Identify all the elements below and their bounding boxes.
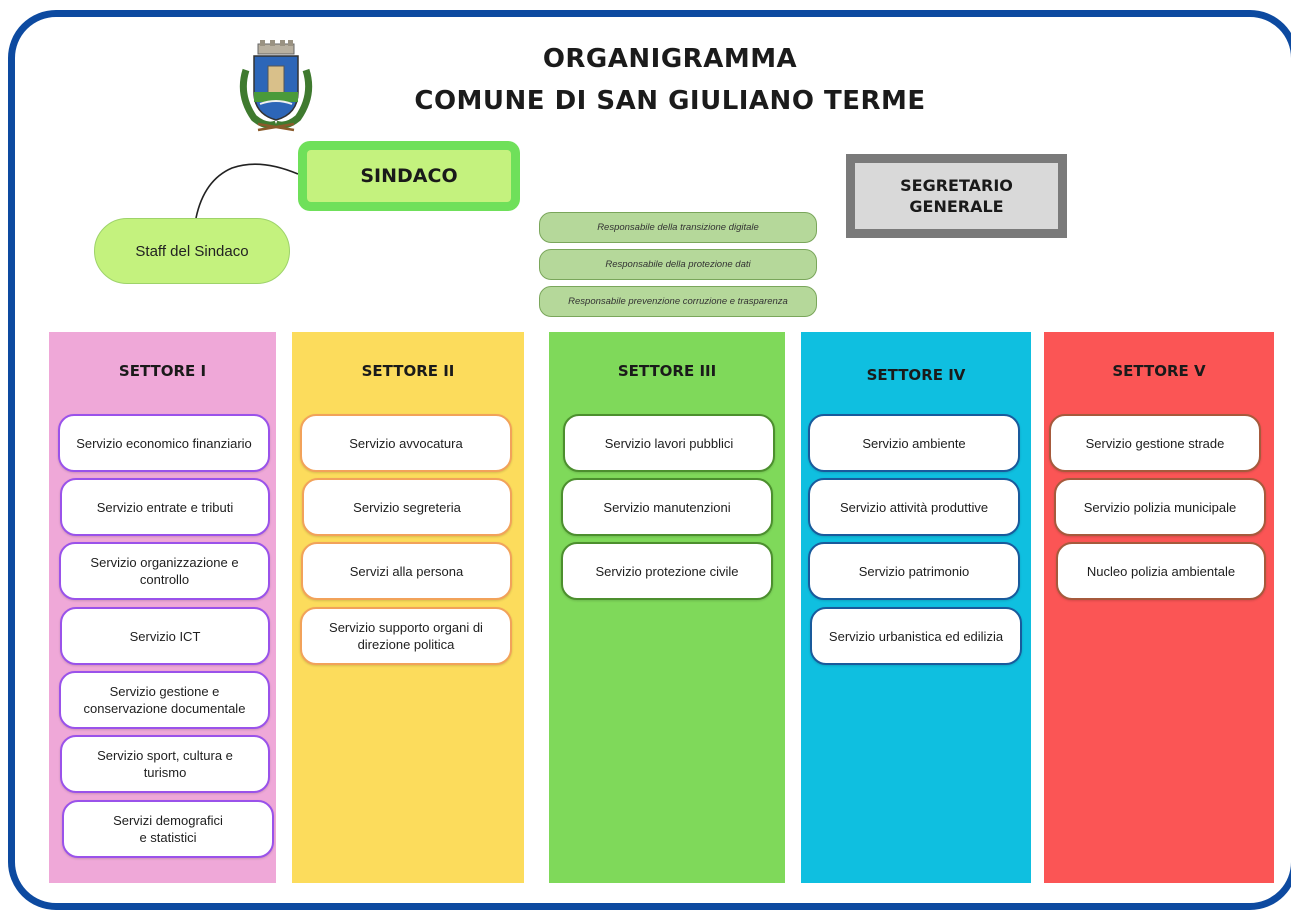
service-box: Servizio attività produttive (808, 478, 1020, 536)
settore-2-title: SETTORE II (361, 362, 455, 380)
service-box: Servizio patrimonio (808, 542, 1020, 600)
settore-4-column: SETTORE IV Servizio ambiente Servizio at… (801, 332, 1031, 883)
service-box: Servizio supporto organi di direzione po… (300, 607, 512, 665)
staff-connector (195, 163, 299, 219)
title-line-2: COMUNE DI SAN GIULIANO TERME (414, 86, 926, 116)
service-box: Servizi demografici e statistici (62, 800, 274, 858)
service-box: Servizio economico finanziario (58, 414, 270, 472)
settore-1-column: SETTORE I Servizio economico finanziario… (49, 332, 276, 883)
service-box: Servizio lavori pubblici (563, 414, 775, 472)
service-box: Servizi alla persona (301, 542, 512, 600)
service-box: Nucleo polizia ambientale (1056, 542, 1266, 600)
settore-2-column: SETTORE II Servizio avvocatura Servizio … (292, 332, 524, 883)
settore-5-column: SETTORE V Servizio gestione strade Servi… (1044, 332, 1274, 883)
responsabile-transizione-digitale: Responsabile della transizione digitale (539, 212, 817, 243)
service-box: Servizio ICT (60, 607, 270, 665)
service-box: Servizio gestione e conservazione docume… (59, 671, 270, 729)
settore-4-title: SETTORE IV (866, 366, 966, 384)
service-box: Servizio manutenzioni (561, 478, 773, 536)
service-box: Servizio organizzazione e controllo (59, 542, 270, 600)
staff-sindaco-box: Staff del Sindaco (94, 218, 290, 284)
service-box: Servizio protezione civile (561, 542, 773, 600)
service-box: Servizio sport, cultura e turismo (60, 735, 270, 793)
segretario-label: SEGRETARIO GENERALE (855, 163, 1058, 229)
settore-3-title: SETTORE III (617, 362, 717, 380)
settore-5-title: SETTORE V (1112, 362, 1206, 380)
segretario-generale-box: SEGRETARIO GENERALE (846, 154, 1067, 238)
service-box: Servizio gestione strade (1049, 414, 1261, 472)
title-line-1: ORGANIGRAMMA (542, 44, 798, 74)
service-box: Servizio urbanistica ed edilizia (810, 607, 1022, 665)
sindaco-box: SINDACO (298, 141, 520, 211)
service-box: Servizio avvocatura (300, 414, 512, 472)
service-box: Servizio ambiente (808, 414, 1020, 472)
sindaco-label: SINDACO (307, 150, 511, 202)
service-box: Servizio entrate e tributi (60, 478, 270, 536)
settore-1-title: SETTORE I (118, 362, 207, 380)
responsabile-prevenzione-corruzione: Responsabile prevenzione corruzione e tr… (539, 286, 817, 317)
coat-of-arms-icon (239, 40, 313, 132)
responsabile-protezione-dati: Responsabile della protezione dati (539, 249, 817, 280)
service-box: Servizio polizia municipale (1054, 478, 1266, 536)
service-box: Servizio segreteria (302, 478, 512, 536)
settore-3-column: SETTORE III Servizio lavori pubblici Ser… (549, 332, 785, 883)
